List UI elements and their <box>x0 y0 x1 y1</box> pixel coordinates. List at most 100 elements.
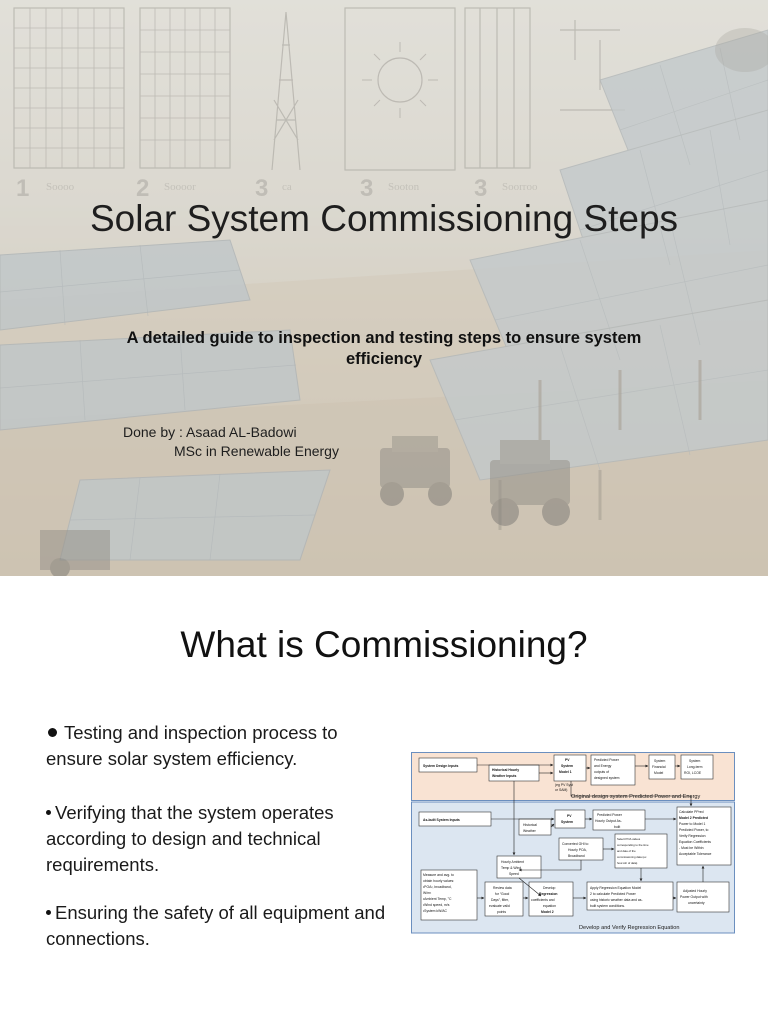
bg-number-3: 3 <box>255 175 268 202</box>
box-text: - Must be Within <box>679 846 704 850</box>
box-text: points <box>497 910 506 914</box>
pv-model1-box <box>553 754 587 782</box>
box-text: uncertainty <box>688 901 705 905</box>
box-text: •POA², broadband, <box>423 885 452 889</box>
box-text: Power Output with <box>680 895 708 899</box>
bullet-icon <box>46 909 51 915</box>
box-text: using historic weather data and as- <box>590 898 643 902</box>
bg-number-5: 3 <box>474 175 487 202</box>
box-text: Adjusted Hourly <box>683 889 707 893</box>
background-overlay <box>0 0 768 576</box>
bg-label-5: Soorroo <box>502 181 538 193</box>
bullet-item: Ensuring the safety of all equipment and… <box>46 900 396 952</box>
box-text: Predicted Power, to <box>679 828 709 832</box>
box-text: ROI, LCOE <box>684 771 702 775</box>
box-text: System <box>654 759 665 763</box>
bullet-text: Verifying that the system operates accor… <box>46 802 334 875</box>
box-text: PV <box>567 814 572 818</box>
box-text: evaluate valid <box>489 904 510 908</box>
box-text: and Energy <box>594 764 612 768</box>
review-data-box <box>484 881 524 917</box>
box-text: or SAM) <box>555 788 567 792</box>
predicted-asbuilt-box <box>592 809 646 831</box>
box-text: Broadband <box>568 854 585 858</box>
box-text: Select POA values <box>617 837 641 841</box>
box-text: System <box>561 820 573 824</box>
bg-label-4: Sooton <box>388 181 420 193</box>
author-line: Done by : Asaad AL-Badowi <box>123 424 297 440</box>
box-text: Speed <box>509 872 519 876</box>
box-text: (eg PV Syst <box>555 783 573 787</box>
box-text: W/m² <box>423 891 432 895</box>
box-text: Financial <box>652 765 666 769</box>
bullet-text: Ensuring the safety of all equipment and… <box>46 902 386 949</box>
bg-number-4: 3 <box>360 175 373 202</box>
box-text: Regression <box>539 892 557 896</box>
box-text: Model 2 <box>541 910 554 914</box>
box-text: Days”, filter, <box>491 898 509 902</box>
apply-regression-box <box>586 881 674 911</box>
box-text: and date of the <box>617 849 636 853</box>
pv-system2-box <box>554 809 586 829</box>
bg-label-3: ca <box>282 181 292 193</box>
box-text: Calculate PPred <box>679 810 704 814</box>
calc-ppred-box <box>676 806 732 866</box>
box-text: System <box>561 764 573 768</box>
bg-number-2: 2 <box>136 175 149 202</box>
box-text: Weather Inputs <box>492 774 517 778</box>
box-text: Long-term <box>687 765 703 769</box>
box-text: built system conditions. <box>590 904 625 908</box>
box-text: •System kW/AC <box>423 909 448 913</box>
box-text: Power to Model 1 <box>679 822 705 826</box>
regression-section-label: Develop and Verify Regression Equation <box>579 925 679 931</box>
financial-model-box <box>648 754 676 780</box>
box-text: Weather <box>523 829 537 833</box>
slide-subtitle: A detailed guide to inspection and testi… <box>126 329 642 368</box>
box-text: Review data <box>493 886 512 890</box>
box-text: Equation Coefficients <box>679 840 711 844</box>
bg-number-1: 1 <box>16 175 29 202</box>
box-text: Predicted Power <box>597 813 623 817</box>
design-section-label: Original design system Predicted Power a… <box>571 794 701 800</box>
box-text: System <box>689 759 700 763</box>
box-text: Measure and avg. to <box>423 873 454 877</box>
title-slide: 1 2 3 3 3 Soooo Soooor ca Sooton Soorroo <box>0 0 768 576</box>
box-text: •Wind speed, m/s <box>423 903 450 907</box>
box-text: Hourly Output As- <box>595 819 622 823</box>
commissioning-slide: What is Commissioning? Testing and inspe… <box>0 576 768 1024</box>
box-text: 2 to calculate Predicted Power <box>590 892 637 896</box>
box-text: Model 2 Predicted <box>679 816 708 820</box>
box-text: equation <box>543 904 556 908</box>
bg-label-1: Soooo <box>46 181 75 193</box>
box-text: Develop <box>543 886 556 890</box>
measure-avg-box <box>420 869 478 921</box>
box-text: Converted GHI to <box>562 842 588 846</box>
box-text: commissioning data (ex <box>617 855 647 859</box>
box-text: As-built System Inputs <box>423 818 460 822</box>
box-text: Temp & Wind <box>501 866 521 870</box>
long-term-box <box>680 754 714 780</box>
box-text: •Ambient Temp, °C <box>423 897 452 901</box>
bullet-icon <box>46 809 51 815</box>
slide-title: Solar System Commissioning Steps <box>89 198 679 239</box>
box-text: PV <box>565 758 570 762</box>
box-text: Apply Regression Equation Model <box>590 886 641 890</box>
slide-title: What is Commissioning? <box>180 624 588 665</box>
bg-label-2: Soooor <box>164 181 196 193</box>
box-text: coefficients and <box>531 898 555 902</box>
predicted-energy-box <box>590 754 636 786</box>
box-text: Model <box>654 771 663 775</box>
box-text: Acceptable Tolerance <box>679 852 711 856</box>
box-text: outputs of <box>594 770 609 774</box>
box-text: Historical Hourly <box>492 768 519 772</box>
bullet-text: Testing and inspection process to ensure… <box>46 722 338 769</box>
bullet-icon <box>48 728 57 738</box>
box-text: Historical <box>523 823 537 827</box>
bullet-list: Testing and inspection process to ensure… <box>46 720 396 974</box>
degree-line: MSc in Renewable Energy <box>174 443 339 459</box>
bullet-item: Testing and inspection process to ensure… <box>46 720 396 772</box>
box-text: Hourly POA, <box>568 848 587 852</box>
develop-regression-box <box>528 881 574 917</box>
commissioning-flow-diagram: Original design system Predicted Power a… <box>411 752 735 934</box>
adjusted-output-box <box>676 881 730 913</box>
